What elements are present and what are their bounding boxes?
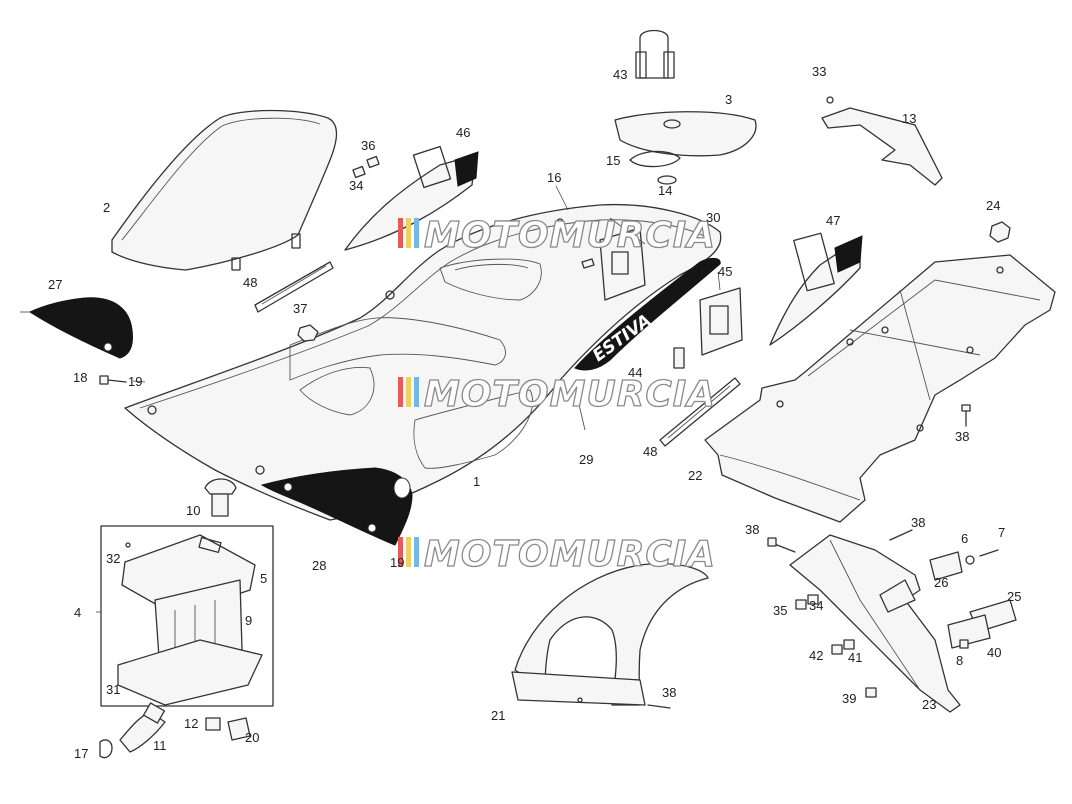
label-26: 26: [934, 575, 948, 590]
label-3: 3: [725, 92, 732, 107]
watermark-text-top: MOTOMURCIA: [424, 215, 716, 256]
label-34-bottom: 34: [809, 598, 823, 613]
label-44: 44: [628, 365, 642, 380]
label-11: 11: [153, 738, 167, 753]
label-31: 31: [106, 682, 120, 697]
fastener-10: [204, 478, 237, 517]
label-15: 15: [606, 153, 620, 168]
nuts-36-34: [352, 155, 380, 179]
label-13: 13: [902, 111, 916, 126]
label-17: 17: [74, 746, 88, 761]
label-4: 4: [74, 605, 81, 620]
label-21: 21: [491, 708, 505, 723]
tail-fairing: [124, 203, 722, 521]
tail-tray: [704, 254, 1056, 523]
label-19-left: 19: [128, 374, 142, 389]
label-24: 24: [986, 198, 1000, 213]
nut-24: [989, 221, 1011, 243]
label-32: 32: [106, 551, 120, 566]
watermark-bottom: MOTOMURCIA: [398, 533, 716, 576]
label-33: 33: [812, 64, 826, 79]
label-12: 12: [184, 716, 198, 731]
label-30: 30: [706, 210, 720, 225]
small-nuts-lower: [795, 594, 877, 698]
side-panel-right: [260, 467, 413, 546]
bolt-38-right: [961, 404, 971, 427]
label-34-top: 34: [349, 178, 363, 193]
trim-strip-left: [254, 261, 334, 313]
label-38-mudguard: 38: [662, 685, 676, 700]
label-48-left: 48: [243, 275, 257, 290]
label-7: 7: [998, 525, 1005, 540]
label-38-upper: 38: [911, 515, 925, 530]
label-41: 41: [848, 650, 862, 665]
watermark-middle: MOTOMURCIA: [398, 373, 716, 416]
label-14: 14: [658, 183, 672, 198]
label-10: 10: [186, 503, 200, 518]
label-38-right: 38: [955, 429, 969, 444]
label-27: 27: [48, 277, 62, 292]
watermark-text-bottom: MOTOMURCIA: [424, 534, 716, 575]
label-8: 8: [956, 653, 963, 668]
reflector-26: [929, 549, 999, 581]
decal-46: [344, 145, 479, 251]
label-9: 9: [245, 613, 252, 628]
label-5: 5: [260, 571, 267, 586]
label-45: 45: [718, 264, 732, 279]
label-36: 36: [361, 138, 375, 153]
label-20: 20: [245, 730, 259, 745]
fairing-brackets: [581, 227, 743, 369]
nut-37: [297, 324, 319, 342]
label-22: 22: [688, 468, 702, 483]
battery-box-assembly: [100, 525, 274, 707]
label-46: 46: [456, 125, 470, 140]
label-48-right: 48: [643, 444, 657, 459]
label-28: 28: [312, 558, 326, 573]
label-18: 18: [73, 370, 87, 385]
label-40: 40: [987, 645, 1001, 660]
rear-mudguard: [511, 563, 709, 709]
bracket-13: [821, 96, 943, 186]
leader-lines: [96, 217, 721, 613]
license-plate-holder: [789, 534, 961, 713]
watermark-text-middle: MOTOMURCIA: [424, 374, 716, 415]
screw-16: [555, 185, 569, 211]
label-35: 35: [773, 603, 787, 618]
label-16: 16: [547, 170, 561, 185]
bolts-38: [767, 529, 913, 553]
label-2: 2: [103, 200, 110, 215]
label-25: 25: [1007, 589, 1021, 604]
seat: [111, 109, 338, 271]
fuel-cap-cover: [614, 29, 757, 185]
label-19-bottom: 19: [390, 555, 404, 570]
decal-47: [769, 232, 863, 346]
label-47: 47: [826, 213, 840, 228]
part-labels: 1 2 3 4 5 6 7 8 9 10 11 12 13 14 15 16 1…: [48, 64, 1021, 761]
label-1: 1: [473, 474, 480, 489]
label-38-center: 38: [745, 522, 759, 537]
bolt-18-19: [99, 375, 127, 385]
label-37: 37: [293, 301, 307, 316]
label-42: 42: [809, 648, 823, 663]
plate-light-25: [947, 599, 1017, 649]
label-23: 23: [922, 697, 936, 712]
side-panel-left: [20, 297, 133, 359]
label-43: 43: [613, 67, 627, 82]
label-39: 39: [842, 691, 856, 706]
label-29: 29: [579, 452, 593, 467]
battery-hoses: [99, 702, 251, 759]
label-6: 6: [961, 531, 968, 546]
trim-strip-right: [659, 377, 741, 447]
watermark-top: MOTOMURCIA: [398, 214, 716, 257]
